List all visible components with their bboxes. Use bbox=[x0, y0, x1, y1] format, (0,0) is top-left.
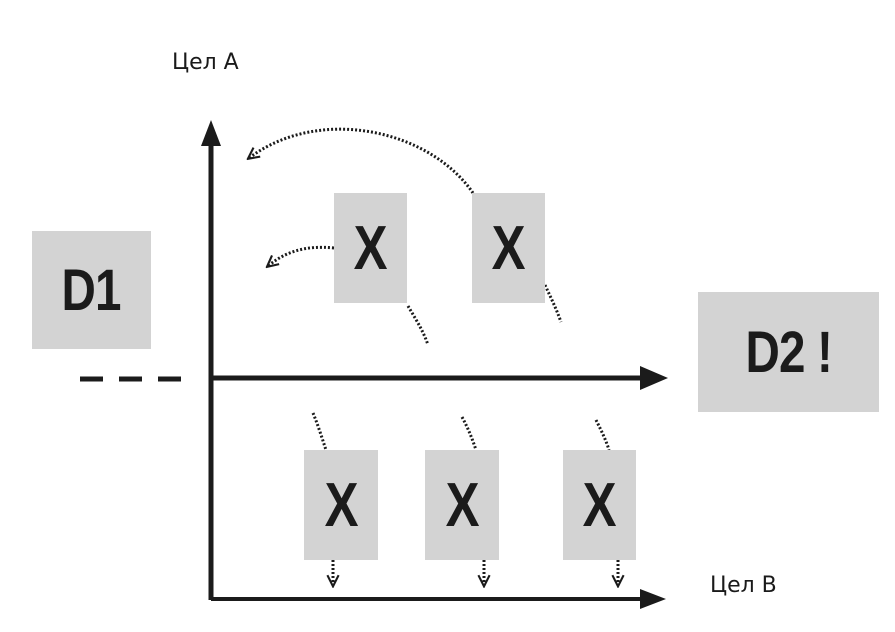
axis-a-arrow bbox=[201, 120, 221, 600]
dotted-tail-2 bbox=[543, 284, 563, 323]
x-box-lower-3: X bbox=[563, 450, 636, 560]
d1-box-label: D1 bbox=[61, 257, 122, 323]
x-box-lower-1: X bbox=[304, 450, 378, 560]
d1-box: D1 bbox=[32, 231, 151, 349]
d2-box-label: D2 ! bbox=[745, 319, 832, 385]
d2-box: D2 ! bbox=[698, 292, 879, 412]
dotted-tail-1 bbox=[406, 305, 430, 346]
x-box-upper-2: X bbox=[472, 193, 545, 303]
x-box-label: X bbox=[445, 470, 479, 540]
axis-b-arrow bbox=[211, 589, 666, 609]
x-box-label: X bbox=[491, 213, 526, 283]
axis-a-label: Цел A bbox=[172, 50, 239, 75]
dotted-lead-5 bbox=[594, 419, 611, 451]
axis-d2-arrow bbox=[211, 366, 668, 390]
curved-arrow-short bbox=[268, 245, 335, 266]
x-box-lower-2: X bbox=[425, 450, 499, 560]
dotted-lead-4 bbox=[460, 416, 478, 451]
x-box-upper-1: X bbox=[334, 193, 407, 303]
curved-arrow-long bbox=[249, 127, 475, 194]
x-box-label: X bbox=[582, 470, 617, 540]
x-box-label: X bbox=[353, 213, 388, 283]
dotted-lead-3 bbox=[311, 412, 328, 451]
axis-b-label: Цел B bbox=[710, 573, 777, 598]
x-box-label: X bbox=[324, 470, 358, 540]
